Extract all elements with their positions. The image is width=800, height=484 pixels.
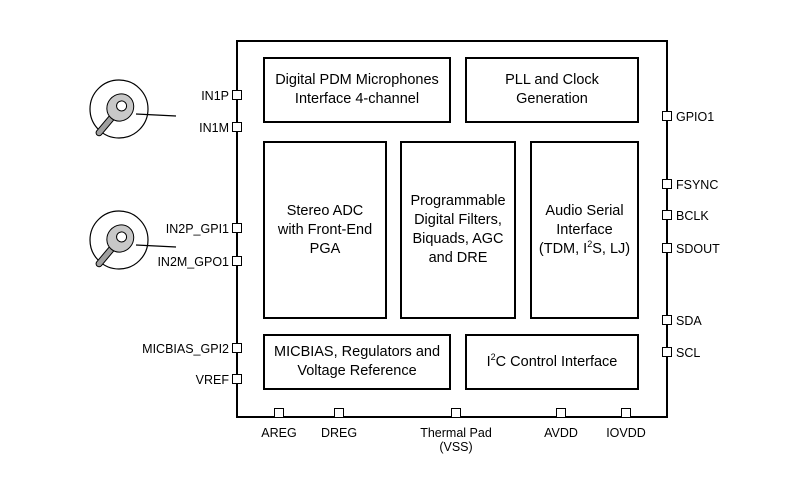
pin-in1p (232, 90, 242, 100)
pin-in1m (232, 122, 242, 132)
pin-label-vref: VREF (195, 373, 229, 387)
pin-label-fsync: FSYNC (676, 178, 719, 192)
pin-in2m-gpo1 (232, 256, 242, 266)
pin-label-in1p: IN1P (201, 89, 229, 103)
digital-filters-block: Programmable Digital Filters, Biquads, A… (400, 141, 516, 319)
pll-clock-block: PLL and Clock Generation (465, 57, 639, 123)
pin-label-areg: AREG (261, 426, 297, 440)
pin-label-thermal-pad: Thermal Pad(VSS) (420, 426, 492, 454)
pdm-interface-block: Digital PDM Microphones Interface 4-chan… (263, 57, 451, 123)
pin-label-scl: SCL (676, 346, 701, 360)
pin-label-bclk: BCLK (676, 209, 709, 223)
pin-label-dreg: DREG (320, 426, 358, 440)
pin-vref (232, 374, 242, 384)
i2c-control-block: I2C Control Interface (465, 334, 639, 390)
pin-label-avdd: AVDD (544, 426, 578, 440)
pin-gpio1 (662, 111, 672, 121)
pin-label-sda: SDA (676, 314, 702, 328)
i2c-control-label: I2C Control Interface (486, 351, 618, 370)
pin-in2p-gpi1 (232, 223, 242, 233)
stereo-adc-label: Stereo ADC with Front-End PGA (277, 202, 373, 257)
micbias-regulators-block: MICBIAS, Regulators and Voltage Referenc… (263, 334, 451, 390)
pin-sdout (662, 243, 672, 253)
pll-clock-label: PLL and Clock Generation (505, 72, 599, 107)
pin-bclk (662, 210, 672, 220)
pin-label-iovdd: IOVDD (606, 426, 646, 440)
micbias-regulators-label: MICBIAS, Regulators and Voltage Referenc… (273, 344, 441, 379)
pin-micbias-gpi2 (232, 343, 242, 353)
stereo-adc-block: Stereo ADC with Front-End PGA (263, 141, 387, 319)
pin-label-in2p-gpi1: IN2P_GPI1 (165, 222, 229, 236)
pin-label-gpio1: GPIO1 (676, 110, 715, 124)
pin-label-micbias-gpi2: MICBIAS_GPI2 (142, 342, 229, 356)
digital-filters-label: Programmable Digital Filters, Biquads, A… (410, 193, 506, 266)
pin-fsync (662, 179, 672, 189)
pin-label-in1m: IN1M (199, 121, 229, 135)
pin-areg (274, 408, 284, 418)
microphone-icon (89, 210, 177, 270)
microphone-icon (89, 79, 177, 139)
pin-thermal-pad (451, 408, 461, 418)
pin-sda (662, 315, 672, 325)
pin-scl (662, 347, 672, 357)
pin-iovdd (621, 408, 631, 418)
pin-label-sdout: SDOUT (676, 242, 720, 256)
pin-avdd (556, 408, 566, 418)
pin-dreg (334, 408, 344, 418)
pdm-interface-label: Digital PDM Microphones Interface 4-chan… (275, 72, 439, 107)
pin-label-in2m-gpo1: IN2M_GPO1 (157, 255, 229, 269)
